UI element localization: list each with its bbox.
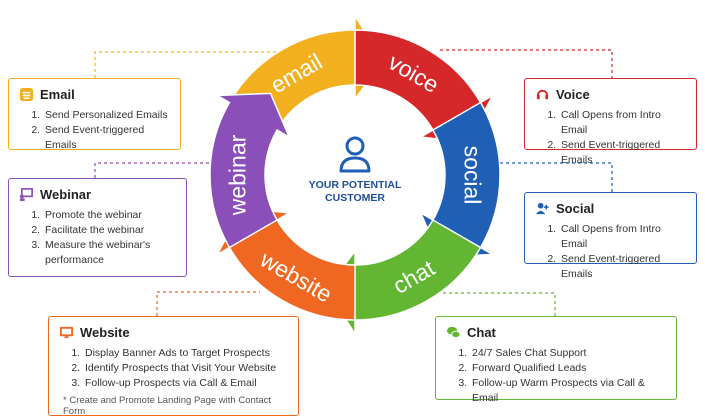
list-item: Facilitate the webinar [43,223,173,238]
webinar-box: Webinar Promote the webinar Facilitate t… [8,178,187,277]
cycle-label-social: social [460,146,486,205]
cycle-arrow-voice [354,29,495,144]
cycle-label-webinar: webinar [225,134,251,216]
list-item: Call Opens from Intro Email [559,108,686,138]
cycle-arrow-social [419,101,501,258]
chat-box-list: 24/7 Sales Chat Support Forward Qualifie… [446,346,666,406]
headset-icon [536,89,549,100]
chat-icon [446,326,461,339]
cycle-arrow-website [215,206,356,321]
chat-box-title: Chat [467,325,496,340]
website-box-note: * Create and Promote Landing Page with C… [63,395,272,417]
connector-line-website [156,291,260,316]
voice-box-header: Voice [535,87,686,102]
email-box-header: Email [19,87,170,102]
social-box-title: Social [556,201,595,216]
user-icon [339,136,371,173]
monitor-icon [59,326,74,339]
social-box: Social Call Opens from Intro Email Send … [524,192,697,280]
list-item: Call Opens from Intro Email [559,222,686,252]
cycle-arrow-chat [325,218,482,337]
list-item: Send Event-triggered Emails [559,252,686,282]
list-item: Measure the webinar's performance [43,238,173,268]
list-item: Send Event-triggered Emails [43,123,170,153]
website-box: Website Display Banner Ads to Target Pro… [48,316,299,417]
webinar-box-header: Webinar [19,187,176,202]
website-box-header: Website [59,325,288,340]
email-box: Email Send Personalized Emails Send Even… [8,78,181,153]
chat-box-header: Chat [446,325,666,340]
webinar-box-title: Webinar [40,187,92,202]
presentation-icon [19,188,33,202]
connector-line-voice [440,49,613,78]
social-box-header: Social [535,201,686,216]
list-item: Follow-up Warm Prospects via Call & Emai… [470,376,666,406]
add-user-icon [535,202,549,215]
list-item: 24/7 Sales Chat Support [470,346,666,361]
cycle-arrow-webinar [209,92,291,249]
connector-line-email [94,51,300,78]
list-item: Send Event-triggered Emails [559,138,686,168]
voice-box: Voice Call Opens from Intro Email Send E… [524,78,697,166]
email-icon [19,87,34,102]
list-item: Identify Prospects that Visit Your Websi… [83,361,288,376]
webinar-box-list: Promote the webinar Facilitate the webin… [19,208,173,268]
list-item: Follow-up Prospects via Call & Email [83,376,288,391]
voice-box-list: Call Opens from Intro Email Send Event-t… [535,108,686,168]
list-item: Promote the webinar [43,208,173,223]
email-box-list: Send Personalized Emails Send Event-trig… [19,108,170,153]
chat-box: Chat 24/7 Sales Chat Support Forward Qua… [435,316,677,404]
list-item: Send Personalized Emails [43,108,170,123]
website-box-title: Website [80,325,130,340]
connector-line-webinar [425,292,556,316]
email-box-title: Email [40,87,75,102]
website-box-list: Display Banner Ads to Target Prospects I… [59,346,288,391]
connector-line-social [94,162,228,178]
voice-box-title: Voice [556,87,590,102]
list-item: Forward Qualified Leads [470,361,666,376]
center-label-line1: YOUR POTENTIAL [309,179,402,191]
list-item: Display Banner Ads to Target Prospects [83,346,288,361]
center-label-line2: CUSTOMER [325,192,385,204]
social-box-list: Call Opens from Intro Email Send Event-t… [535,222,686,282]
